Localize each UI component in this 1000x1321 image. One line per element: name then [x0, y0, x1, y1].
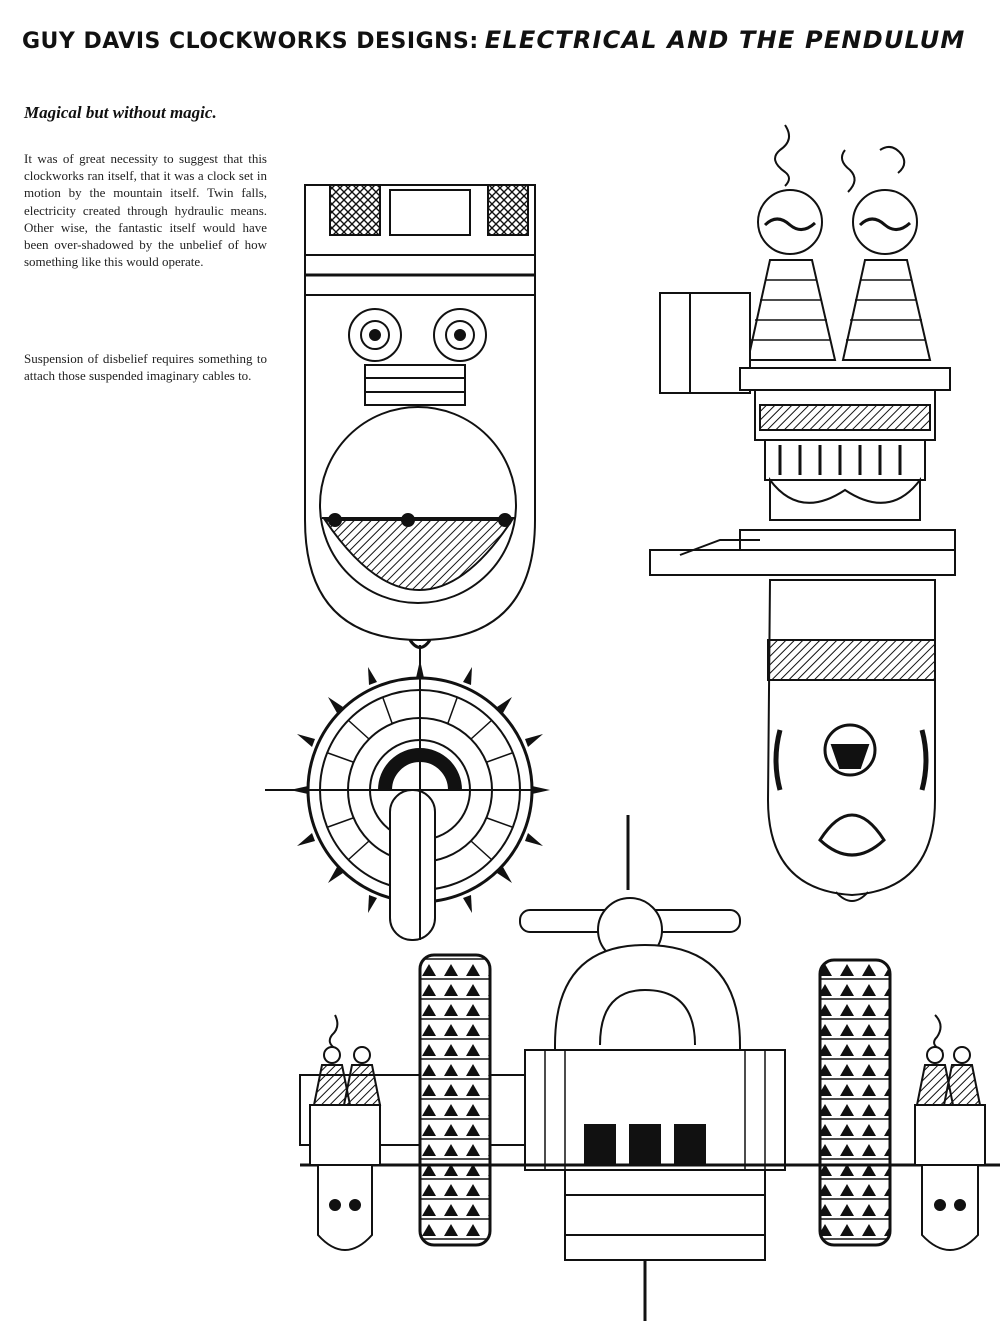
page-title: GUY DAVIS CLOCKWORKS DESIGNS: ELECTRICAL… [22, 26, 982, 66]
gear-wheel-drawing [265, 660, 550, 941]
page-title-emphasis: ELECTRICAL AND THE PENDULUM [484, 26, 966, 54]
turbine-machine-drawing [299, 815, 1000, 1321]
article-paragraph-1: It was of great necessity to suggest tha… [24, 151, 267, 270]
tower-drawing [649, 124, 956, 902]
page-title-prefix: GUY DAVIS CLOCKWORKS DESIGNS: [22, 29, 479, 54]
article-subtitle: Magical but without magic. [24, 103, 217, 122]
pendulum-housing-drawing [304, 184, 536, 665]
article-paragraph-2: Suspension of disbelief requires somethi… [24, 351, 267, 384]
